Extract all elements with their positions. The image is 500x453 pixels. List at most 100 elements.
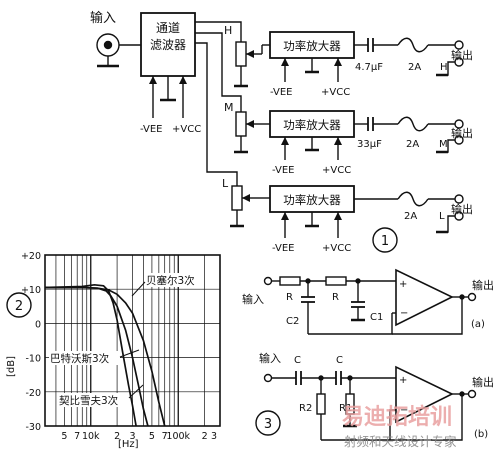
x-tick-label: 7 (162, 431, 168, 442)
potentiometer-m (235, 111, 247, 137)
x-tick-label: 2 (202, 431, 208, 442)
output-terminal-a (467, 292, 477, 302)
channel-h: H 功率放大器 -VEE +VCC 4.7μF 2A (224, 24, 473, 98)
fuse-m (397, 116, 429, 132)
power-amp-label-l: 功率放大器 (283, 193, 341, 207)
fuse-l (397, 191, 429, 207)
input-label-b: 输入 (259, 351, 281, 365)
resistor-label-r1-b: R1 (339, 403, 352, 414)
input-label-a: 输入 (242, 292, 264, 306)
series-label-bessel: 贝塞尔3次 (146, 274, 195, 287)
watermark: 易迪拓培训 射频和天线设计专家 (342, 404, 457, 449)
watermark-line2: 射频和天线设计专家 (344, 434, 457, 449)
figure3a-lowpass-filter: 输入 R C2 R C1 + − 输出 (a) (242, 268, 494, 335)
resistor-r1-a (279, 276, 301, 286)
svg-text:+: + (399, 375, 407, 386)
y-tick-label: 0 (35, 319, 41, 330)
input-terminal-a (263, 276, 273, 286)
pot-label-l: L (222, 177, 229, 190)
out-label-h: 输出 (451, 48, 473, 62)
channel-m: M 功率放大器 -VEE +VCC 33μF 2A M (224, 101, 473, 176)
y-tick-label: -30 (25, 422, 41, 433)
power-amp-label-m: 功率放大器 (283, 118, 341, 132)
capacitor-label-c1-b: C (294, 355, 301, 366)
x-tick-label: 3 (211, 431, 217, 442)
x-tick-label: 10k (82, 431, 100, 442)
filter-label-line2: 滤波器 (150, 38, 186, 52)
series-line-chebyshev (44, 283, 137, 427)
output-terminal-ground-l (454, 211, 464, 221)
series-label-butterworth: 巴特沃斯3次 (50, 352, 110, 365)
capacitor-label-c2-a: C2 (286, 316, 299, 327)
chart-series (44, 283, 166, 427)
y-tick-label: +20 (21, 251, 41, 262)
amp-vcc-label-l: +VCC (322, 243, 351, 254)
figure1-number-circle (372, 227, 398, 253)
filter-label-line1: 通道 (156, 21, 180, 35)
op-amp-a (395, 268, 454, 327)
y-tick-label: -20 (25, 388, 41, 399)
series-label-chebyshev: 契比雪夫3次 (59, 394, 119, 407)
figure2-number-circle (6, 292, 32, 318)
figure3-number: 3 (264, 417, 272, 432)
out-label-l: 输出 (451, 202, 473, 216)
amp-vee-label-m: -VEE (272, 165, 295, 176)
figure2-number: 2 (15, 299, 23, 314)
potentiometer-l (231, 185, 243, 211)
svg-text:+: + (399, 279, 407, 290)
amp-vcc-label-m: +VCC (322, 165, 351, 176)
figure1-crossover: 输入 通道 滤波器 -VEE +VCC H 功率放大器 (90, 10, 473, 254)
figure3b-tag: (b) (474, 429, 488, 440)
amp-vee-label-l: -VEE (272, 243, 295, 254)
chart-y-unit: [dB] (6, 356, 17, 377)
series-line-butterworth (45, 286, 149, 427)
amp-vee-label-h: -VEE (270, 87, 293, 98)
svg-text:−: − (400, 405, 408, 416)
x-tick-label: 7 (74, 431, 80, 442)
x-tick-label: 5 (61, 431, 67, 442)
y-tick-label: +10 (21, 285, 41, 296)
out-label-m: 输出 (451, 126, 473, 140)
x-tick-label: 3 (129, 431, 135, 442)
resistor-label-r2-b: R2 (299, 403, 312, 414)
svg-text:−: − (400, 308, 408, 319)
output-terminal-ground-h (454, 57, 464, 67)
fuse-h (397, 37, 429, 53)
resistor-r2-b (316, 393, 326, 415)
x-tick-label: 5 (149, 431, 155, 442)
chart-y-axis: +20+100-10-20-30 (21, 251, 41, 433)
fuse-value-m: 2A (406, 139, 419, 150)
channel-l: L 功率放大器 -VEE +VCC 2A L 输出 (222, 177, 473, 254)
figure1-number: 1 (381, 234, 389, 249)
output-terminal-b (467, 389, 477, 399)
out-channel-label-l: L (439, 211, 445, 222)
capacitor-value-m: 33μF (357, 139, 382, 150)
output-terminal-h (454, 40, 464, 50)
output-terminal-ground-m (454, 135, 464, 145)
potentiometer-h (235, 41, 247, 67)
capacitor-label-c1-a: C1 (370, 312, 383, 323)
out-channel-label-h: H (440, 62, 448, 73)
output-terminal-l (454, 194, 464, 204)
figure3-number-circle (255, 410, 281, 436)
filter-vcc-label: +VCC (172, 124, 201, 135)
capacitor-label-c2-b: C (336, 355, 343, 366)
input-label: 输入 (90, 10, 116, 26)
output-label-b: 输出 (472, 375, 494, 389)
filter-vee-label: -VEE (140, 124, 163, 135)
resistor-r2-a (325, 276, 347, 286)
chart-x-unit: [Hz] (118, 439, 139, 450)
op-amp-b (395, 365, 454, 424)
fuse-value-l: 2A (404, 211, 417, 222)
pot-label-h: H (224, 24, 232, 37)
output-label-a: 输出 (472, 278, 494, 292)
watermark-line1: 易迪拓培训 (342, 404, 452, 430)
figure3a-tag: (a) (471, 319, 485, 330)
resistor-label-r1-a: R (286, 292, 293, 303)
out-channel-label-m: M (439, 139, 448, 150)
fuse-value-h: 2A (408, 62, 421, 73)
pot-label-m: M (224, 101, 234, 114)
